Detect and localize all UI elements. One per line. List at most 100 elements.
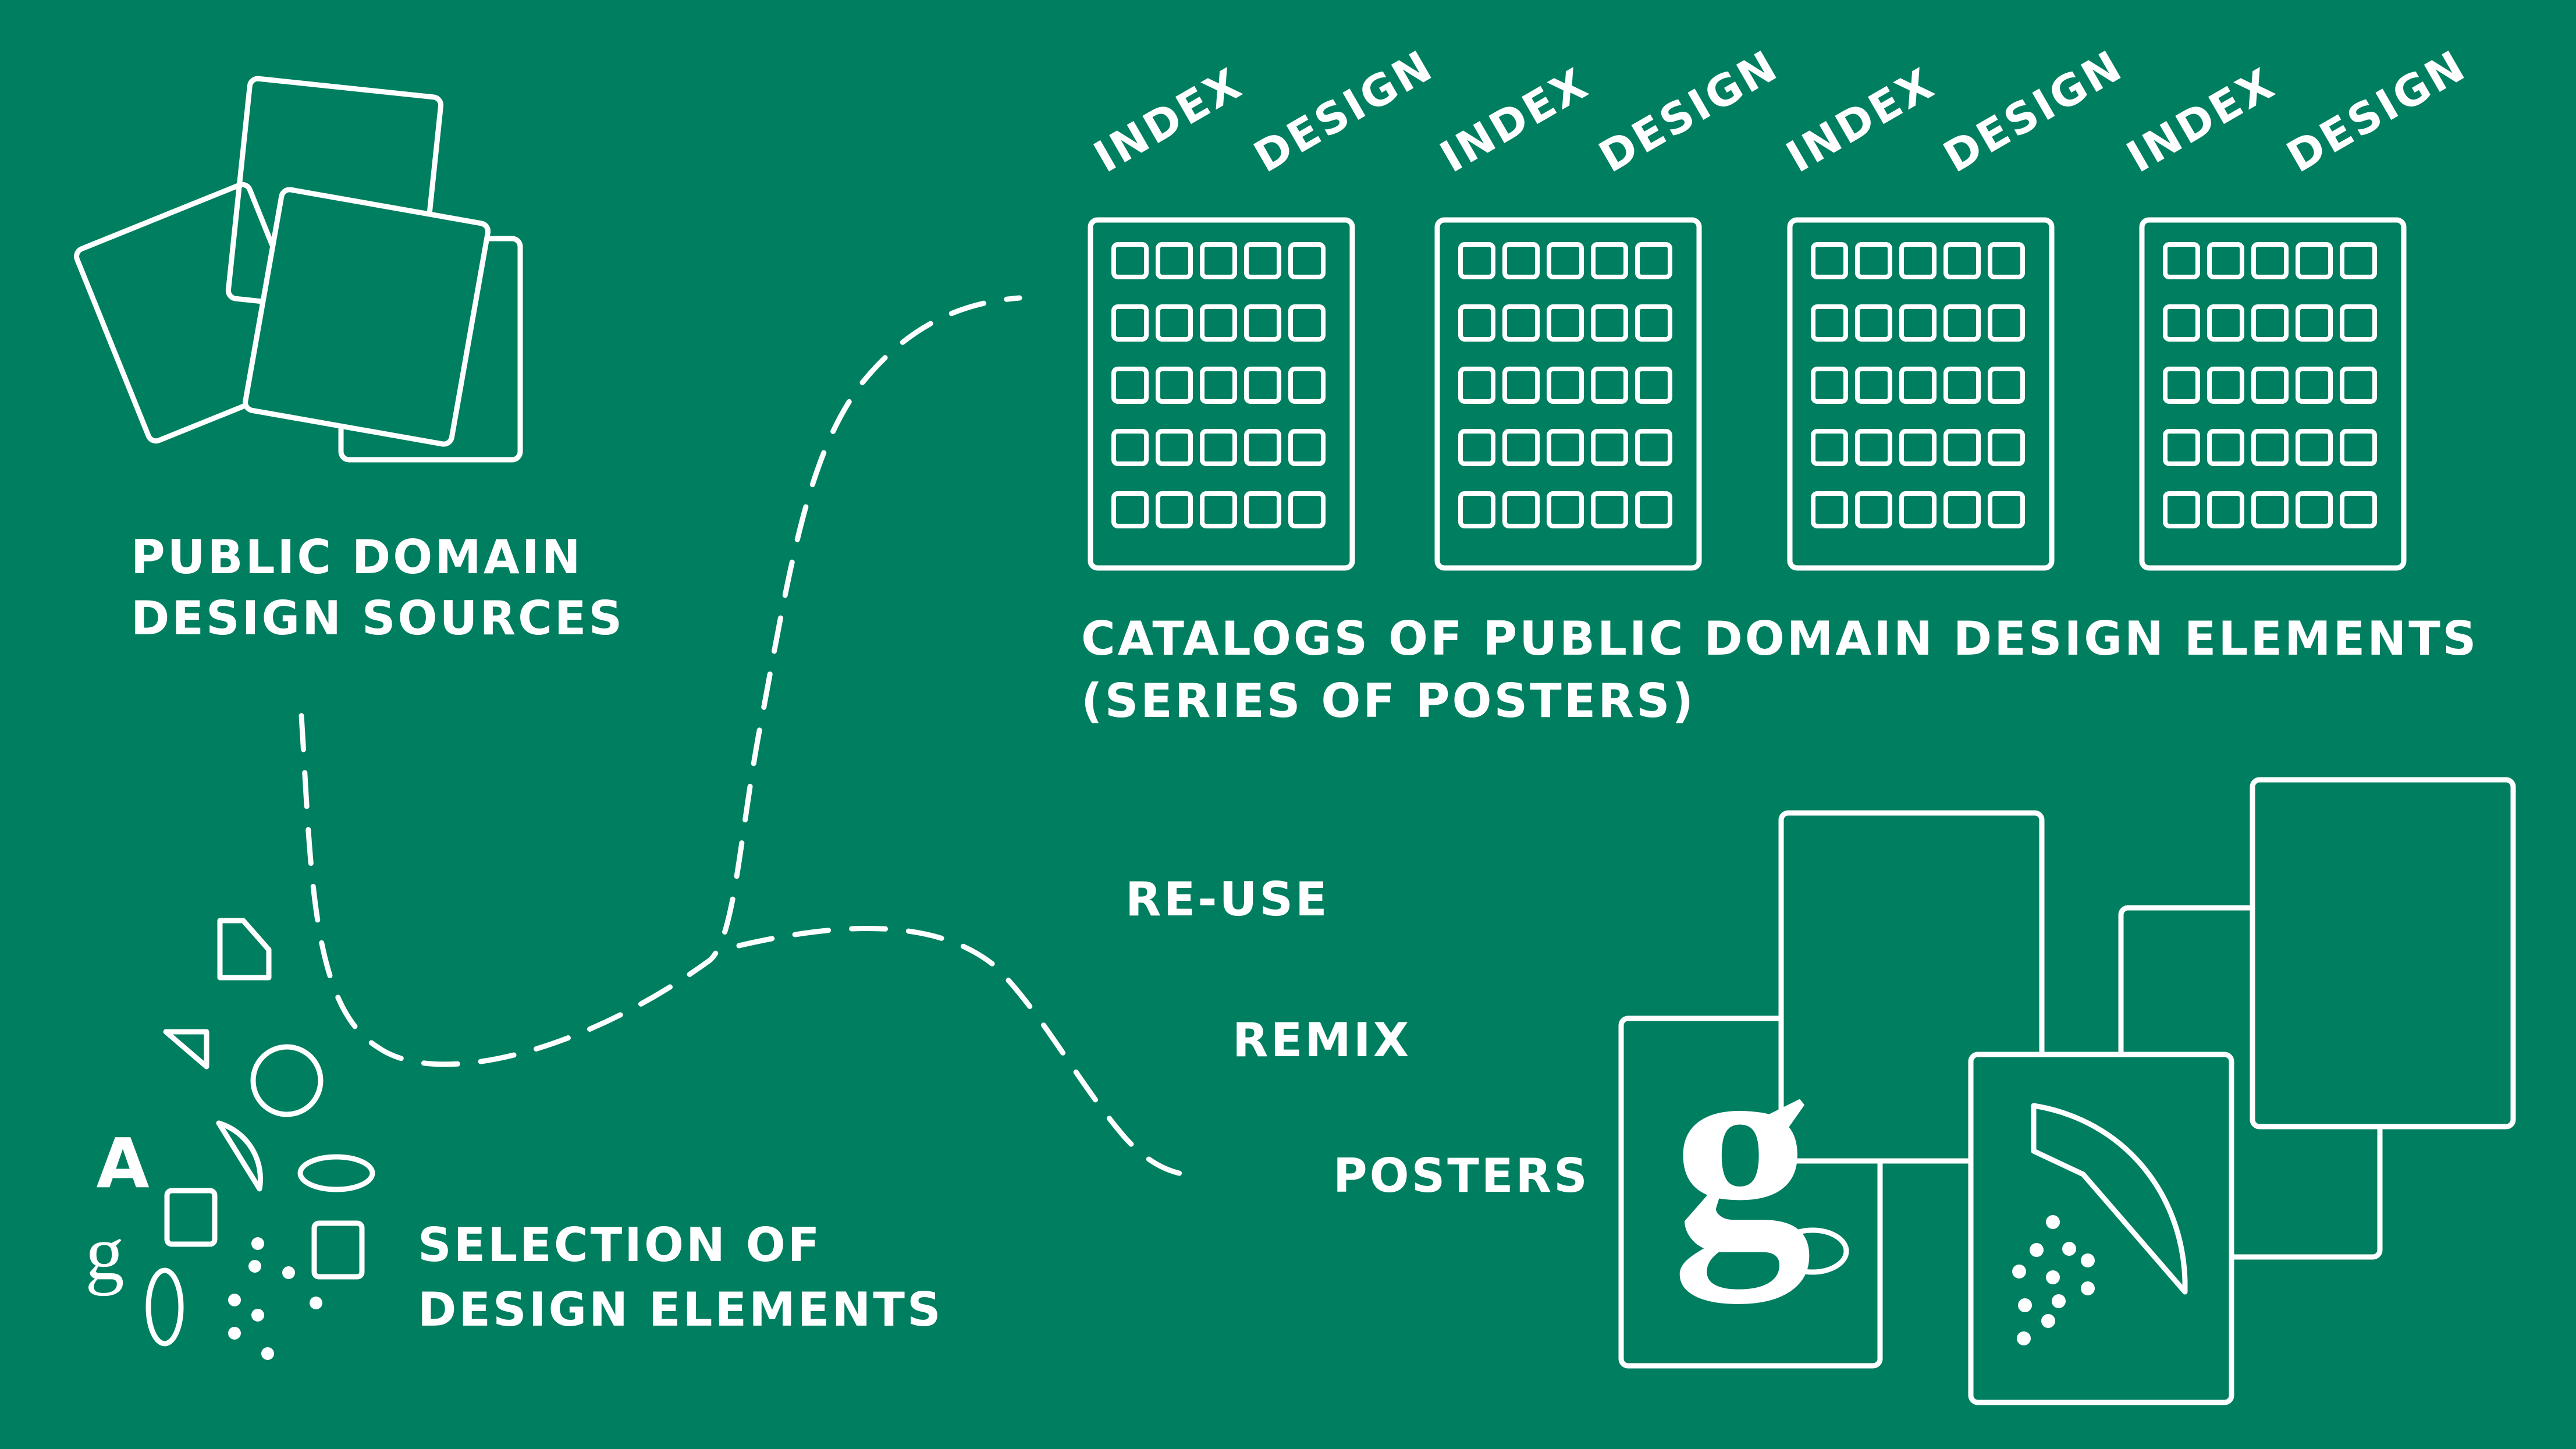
catalog-cell: [1547, 304, 1584, 342]
catalog-cell: [1200, 242, 1237, 279]
catalog-cell: [1111, 367, 1149, 404]
catalog-cell: [2207, 491, 2244, 528]
catalog-cell: [1591, 304, 1628, 342]
catalog-cell: [2251, 304, 2289, 342]
catalog-cell: [2163, 491, 2200, 528]
poster-g-swash: [1776, 1227, 1849, 1275]
catalog-cell: [1111, 242, 1149, 279]
catalog-cell: [2340, 242, 2377, 279]
catalog-cell: [1591, 242, 1628, 279]
catalog-cell: [2251, 242, 2289, 279]
catalog-cell: [1943, 429, 1981, 466]
catalog-cell: [1288, 491, 1326, 528]
catalog-poster-2: [1434, 217, 1702, 571]
catalog-cell: [2251, 491, 2289, 528]
dot-clusters: [228, 1215, 2095, 1360]
catalog-cell: [2251, 367, 2289, 404]
posters-label: POSTERS: [1333, 1149, 1590, 1203]
catalog-cell: [1635, 242, 1672, 279]
catalog-cell: [1635, 491, 1672, 528]
catalog-cell: [1899, 242, 1937, 279]
catalog-cell: [1943, 491, 1981, 528]
remix-label: REMIX: [1232, 1013, 1411, 1067]
catalog-cell: [1591, 491, 1628, 528]
catalog-cell: [1244, 367, 1281, 404]
catalog-cell: [1855, 491, 1892, 528]
catalog-cell: [1547, 367, 1584, 404]
catalog-cell: [1502, 242, 1540, 279]
catalog-cell: [1156, 491, 1193, 528]
catalog-cell: [2296, 242, 2333, 279]
design-element-shapes: [145, 918, 375, 1347]
catalog-cell: [1988, 242, 2025, 279]
catalog-cell: [1502, 367, 1540, 404]
catalog-cell: [2163, 304, 2200, 342]
catalog-posters: [1088, 217, 2407, 571]
catalog-cell: [1899, 367, 1937, 404]
letter-g-glyph-large: g: [1672, 993, 1812, 1308]
catalog-cell: [1200, 491, 1237, 528]
catalog-cell: [1899, 304, 1937, 342]
catalog-cell: [1458, 429, 1495, 466]
catalog-cell: [1244, 304, 1281, 342]
catalog-cell: [1458, 491, 1495, 528]
catalog-cell: [1200, 304, 1237, 342]
catalog-cell: [1288, 304, 1326, 342]
letter-g-glyph-small: g: [85, 1210, 125, 1297]
poster-sheet: [1968, 1052, 2234, 1405]
catalog-cell: [1502, 429, 1540, 466]
catalog-cell: [1855, 242, 1892, 279]
poster-stack-icon: [1618, 777, 2516, 1405]
selection-label-line1: SELECTION OF: [418, 1218, 822, 1272]
selection-label-line2: DESIGN ELEMENTS: [418, 1283, 943, 1337]
catalog-cell: [1635, 304, 1672, 342]
catalog-cell: [1811, 491, 1848, 528]
catalog-cell: [1288, 367, 1326, 404]
catalog-cell: [1988, 304, 2025, 342]
catalog-cell: [2340, 367, 2377, 404]
catalog-cell: [1244, 491, 1281, 528]
catalog-cell: [2296, 491, 2333, 528]
catalog-cell: [2163, 242, 2200, 279]
catalog-cell: [1943, 367, 1981, 404]
letter-a-glyph: A: [96, 1123, 151, 1203]
catalog-cell: [2296, 429, 2333, 466]
catalog-cell: [1591, 429, 1628, 466]
catalog-cell: [1591, 367, 1628, 404]
catalog-cell: [1288, 429, 1326, 466]
catalog-cell: [1200, 429, 1237, 466]
catalog-cell: [1156, 367, 1193, 404]
catalog-cell: [2296, 367, 2333, 404]
catalog-cell: [1111, 304, 1149, 342]
catalog-cell: [1458, 242, 1495, 279]
reuse-label: RE-USE: [1125, 872, 1330, 926]
catalog-cell: [1988, 429, 2025, 466]
catalog-poster-1: [1088, 217, 1355, 571]
catalog-cell: [1244, 242, 1281, 279]
stacked-sheets-icon: [74, 76, 523, 463]
catalog-cell: [1855, 429, 1892, 466]
catalog-cell: [1288, 242, 1326, 279]
catalog-cell: [2340, 491, 2377, 528]
dashed-flow-path: [299, 295, 1202, 1178]
catalog-cell: [1502, 491, 1540, 528]
catalog-cell: [1855, 367, 1892, 404]
selection-dots: [228, 1237, 322, 1360]
catalog-cell: [1811, 429, 1848, 466]
catalog-cell: [2340, 304, 2377, 342]
catalog-cell: [1111, 429, 1149, 466]
catalog-cell-grid: [1111, 242, 2377, 528]
catalog-cell: [1811, 304, 1848, 342]
catalog-cell: [1502, 304, 1540, 342]
catalog-cell: [1458, 304, 1495, 342]
catalog-cell: [2207, 242, 2244, 279]
sources-label-line2: DESIGN SOURCES: [131, 591, 624, 645]
catalog-cell: [1156, 429, 1193, 466]
catalog-cell: [1244, 429, 1281, 466]
poster-sheet: [1618, 1015, 1883, 1369]
catalog-cell: [1943, 304, 1981, 342]
catalog-cell: [2163, 367, 2200, 404]
catalog-cell: [1635, 367, 1672, 404]
catalog-cell: [1811, 242, 1848, 279]
